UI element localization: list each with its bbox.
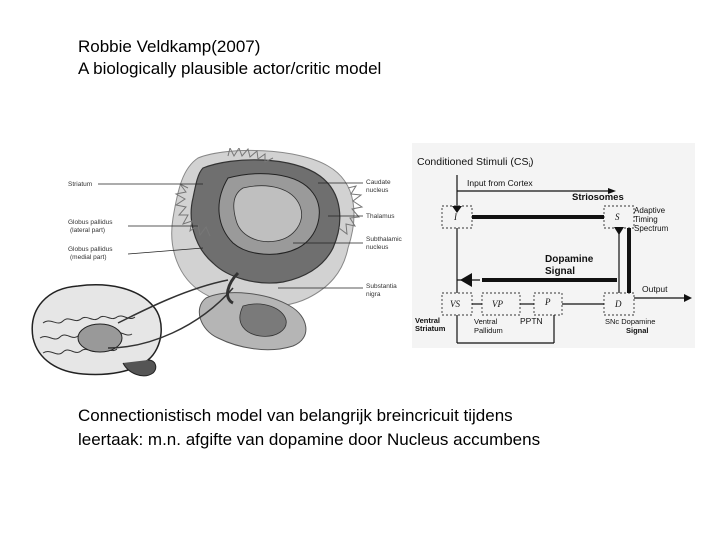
adaptive-label-1: Adaptive xyxy=(634,206,666,215)
label-globus-pallidus-lateral: Globus pallidus xyxy=(68,219,113,226)
box-vs-label: VS xyxy=(450,299,460,309)
adaptive-label-3: Spectrum xyxy=(634,224,669,233)
caption-line-1: Connectionistisch model van belangrijk b… xyxy=(78,404,540,428)
brain-anatomy-figure: Striatum Globus pallidus (lateral part) … xyxy=(28,148,413,393)
whole-brain-sketch xyxy=(32,280,233,376)
box-vp-label: VP xyxy=(492,299,503,309)
label-striatum: Striatum xyxy=(68,181,92,188)
actor-critic-diagram: Conditioned Stimuli (CSi) Input from Cor… xyxy=(412,143,695,348)
snc-label-2: Signal xyxy=(626,326,649,335)
label-subthalamic: Subthalamic xyxy=(366,236,403,243)
basal-ganglia-drawing xyxy=(172,148,362,350)
input-from-cortex-label: Input from Cortex xyxy=(467,178,533,188)
conditioned-stimuli-label: Conditioned Stimuli (CS xyxy=(417,156,528,168)
label-substantia-sub: nigra xyxy=(366,291,381,298)
caption-line-2: leertaak: m.n. afgifte van dopamine door… xyxy=(78,428,540,452)
dopamine-signal-label-2: Signal xyxy=(545,266,575,277)
author-line: Robbie Veldkamp(2007) xyxy=(78,36,381,58)
box-d-label: D xyxy=(614,299,622,309)
box-p-label: P xyxy=(544,297,551,307)
label-globus-pallidus-lateral-sub: (lateral part) xyxy=(70,227,105,234)
label-globus-pallidus-medial: Globus pallidus xyxy=(68,246,113,253)
slide-title: Robbie Veldkamp(2007) A biologically pla… xyxy=(78,36,381,80)
box-s-label: S xyxy=(615,212,620,222)
label-caudate-sub: nucleus xyxy=(366,187,389,194)
slide-caption: Connectionistisch model van belangrijk b… xyxy=(78,404,540,452)
label-subthalamic-sub: nucleus xyxy=(366,244,389,251)
label-substantia: Substantia xyxy=(366,283,397,290)
snc-label-1: SNc Dopamine xyxy=(605,317,655,326)
model-title-line: A biologically plausible actor/critic mo… xyxy=(78,58,381,80)
label-thalamus: Thalamus xyxy=(366,213,395,220)
pptn-label: PPTN xyxy=(520,316,543,326)
striosomes-label: Striosomes xyxy=(572,192,624,203)
dopamine-signal-label-1: Dopamine xyxy=(545,254,594,265)
conditioned-stimuli-end: ) xyxy=(530,156,534,168)
ventral-pallidum-label-2: Pallidum xyxy=(474,326,503,335)
svg-text:Conditioned Stimuli (CSi): Conditioned Stimuli (CSi) xyxy=(417,156,534,169)
label-caudate: Caudate xyxy=(366,179,391,186)
label-globus-pallidus-medial-sub: (medial part) xyxy=(70,254,106,261)
adaptive-label-2: Timing xyxy=(634,215,658,224)
output-label: Output xyxy=(642,284,668,294)
ventral-striatum-label-2: Striatum xyxy=(415,324,446,333)
ventral-pallidum-label-1: Ventral xyxy=(474,317,498,326)
